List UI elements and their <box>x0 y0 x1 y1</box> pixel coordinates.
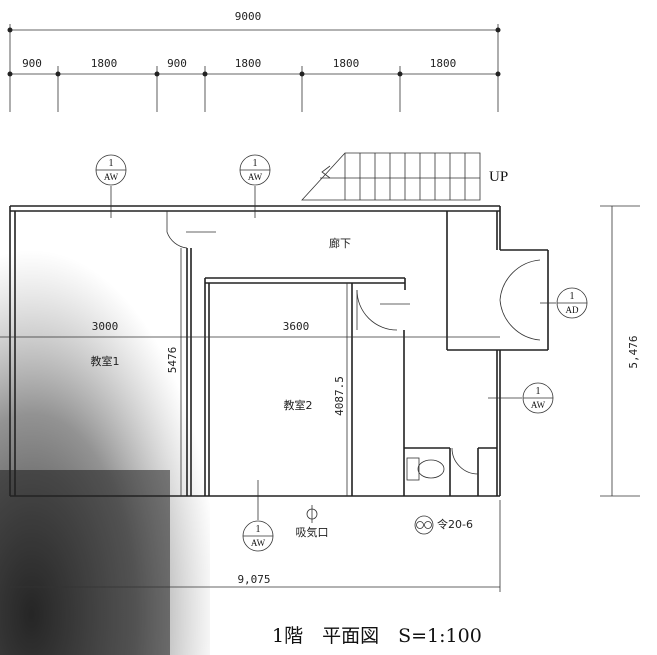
section-marker-ad <box>540 287 588 319</box>
segment-dimension: 1800 <box>235 57 262 70</box>
marker-number: 1 <box>536 386 541 397</box>
stair-up-label: UP <box>489 169 508 185</box>
section-marker-aw <box>95 154 127 218</box>
scan-shading-lower <box>0 470 170 655</box>
section-marker-aw <box>242 480 274 552</box>
classroom2-height: 4087.5 <box>333 376 346 416</box>
classroom2-width: 3600 <box>283 320 310 333</box>
section-marker-aw <box>239 154 271 218</box>
intake-symbol <box>306 505 318 523</box>
flue-symbol <box>414 515 434 535</box>
segment-dimension: 1800 <box>430 57 457 70</box>
intake-label: 吸気口 <box>296 525 329 539</box>
classroom1-height: 5476 <box>166 347 179 374</box>
marker-code: AW <box>251 538 266 548</box>
top-dimensions <box>7 24 501 112</box>
marker-code: AW <box>531 400 546 410</box>
marker-number: 1 <box>253 158 258 169</box>
toilet-fixture <box>406 457 445 481</box>
segment-dimension: 1800 <box>333 57 360 70</box>
classroom1-label: 教室1 <box>91 354 120 368</box>
corridor-label: 廊下 <box>329 236 351 250</box>
flue-label: 令20-6 <box>437 517 473 531</box>
marker-number: 1 <box>109 158 114 169</box>
segment-dimension: 1800 <box>91 57 118 70</box>
marker-number: 1 <box>570 291 575 302</box>
marker-code: AW <box>104 172 119 182</box>
section-marker-aw <box>488 382 554 414</box>
drawing-title: 1階 平面図 S=1:100 <box>272 625 482 647</box>
overall-height-dimension: 5,476 <box>627 335 640 368</box>
classroom1-width: 3000 <box>92 320 119 333</box>
staircase <box>301 152 481 201</box>
interior-dimensions <box>0 205 640 592</box>
overall-width-dimension: 9000 <box>235 10 262 23</box>
classroom2-label: 教室2 <box>284 398 313 412</box>
marker-number: 1 <box>256 524 261 535</box>
segment-dimension: 900 <box>167 57 187 70</box>
building-walls <box>9 205 549 497</box>
door-swings <box>166 211 541 475</box>
marker-code: AW <box>248 172 263 182</box>
marker-code: AD <box>566 305 579 315</box>
segment-dimension: 900 <box>22 57 42 70</box>
overall-bottom-dimension: 9,075 <box>237 573 270 586</box>
